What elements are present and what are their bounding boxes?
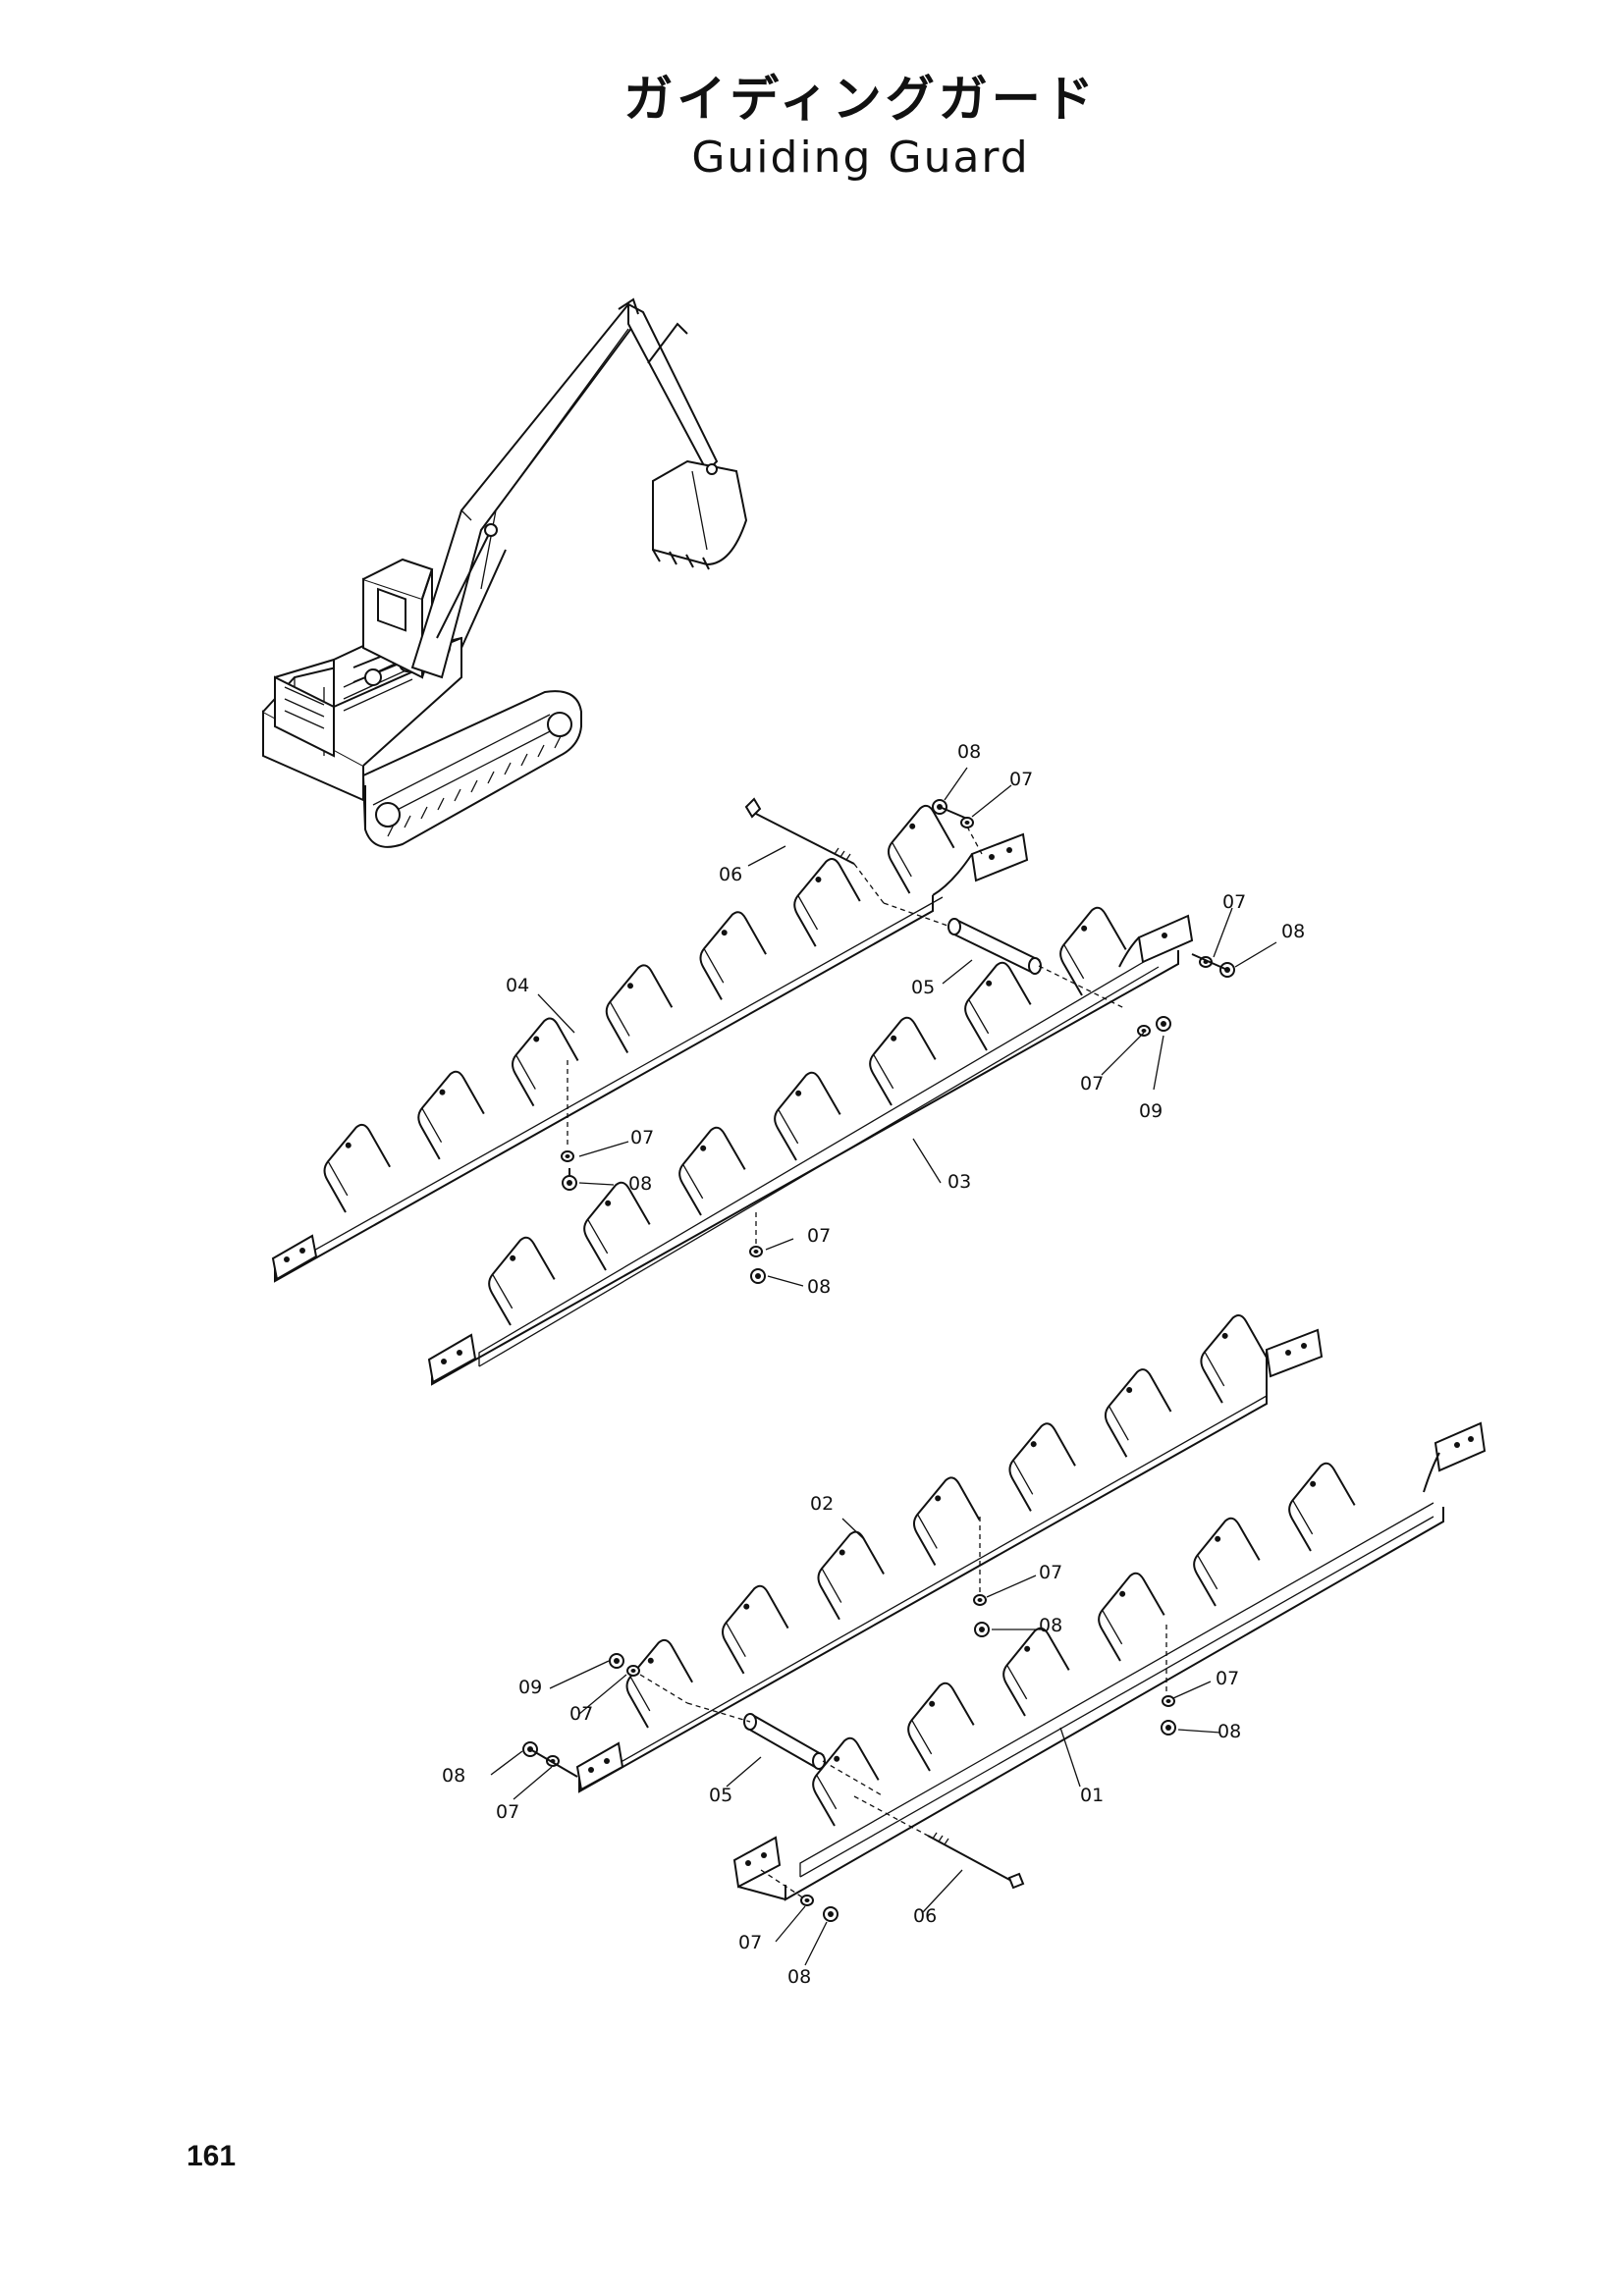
page-number: 161 (187, 2140, 237, 2172)
excavator-illustration (262, 297, 748, 848)
title-japanese: ガイディングガード (623, 71, 1098, 128)
callout-07: 07 (1039, 1562, 1062, 1583)
callout-08: 08 (442, 1765, 465, 1787)
callout-07: 07 (738, 1932, 762, 1953)
callout-08: 08 (1217, 1721, 1241, 1742)
callout-08: 08 (1039, 1615, 1062, 1636)
callout-04: 04 (506, 975, 529, 996)
callout-07: 07 (1216, 1668, 1239, 1689)
callout-02: 02 (810, 1493, 834, 1515)
callout-05: 05 (911, 977, 935, 998)
long-bolt-06-bottom (853, 1795, 1025, 1890)
leader-lines (490, 767, 1277, 1966)
long-bolt-06-top (744, 797, 885, 904)
callout-08: 08 (807, 1276, 831, 1298)
title-english: Guiding Guard (691, 133, 1030, 183)
callout-07: 07 (496, 1801, 519, 1823)
callout-09: 09 (1139, 1100, 1163, 1122)
callout-09: 09 (518, 1677, 542, 1698)
callout-07: 07 (1080, 1073, 1104, 1095)
callout-08: 08 (787, 1966, 811, 1988)
callout-07: 07 (1009, 769, 1033, 790)
callout-labels: 08 07 06 07 08 05 04 07 09 07 08 03 07 0… (442, 741, 1305, 1988)
callout-07: 07 (807, 1225, 831, 1247)
callout-01: 01 (1080, 1785, 1104, 1806)
guard-rail-02 (575, 1311, 1324, 1793)
callout-07: 07 (569, 1703, 593, 1725)
callout-08: 08 (1281, 921, 1305, 942)
callout-03: 03 (947, 1171, 971, 1193)
callout-08: 08 (628, 1173, 652, 1195)
callout-08: 08 (957, 741, 981, 763)
guard-rail-01 (732, 1421, 1487, 1901)
fasteners (522, 799, 1235, 1922)
guard-rail-03 (427, 904, 1194, 1386)
callout-06: 06 (913, 1905, 937, 1927)
guard-rail-04 (271, 802, 1029, 1283)
title-block: ガイディングガード Guiding Guard (0, 69, 1623, 187)
spacer-05-bottom (686, 1702, 885, 1797)
callout-06: 06 (719, 864, 742, 885)
spacer-05-top (883, 902, 1125, 1009)
callout-07: 07 (630, 1127, 654, 1148)
callout-05: 05 (709, 1785, 732, 1806)
callout-07: 07 (1222, 891, 1246, 913)
